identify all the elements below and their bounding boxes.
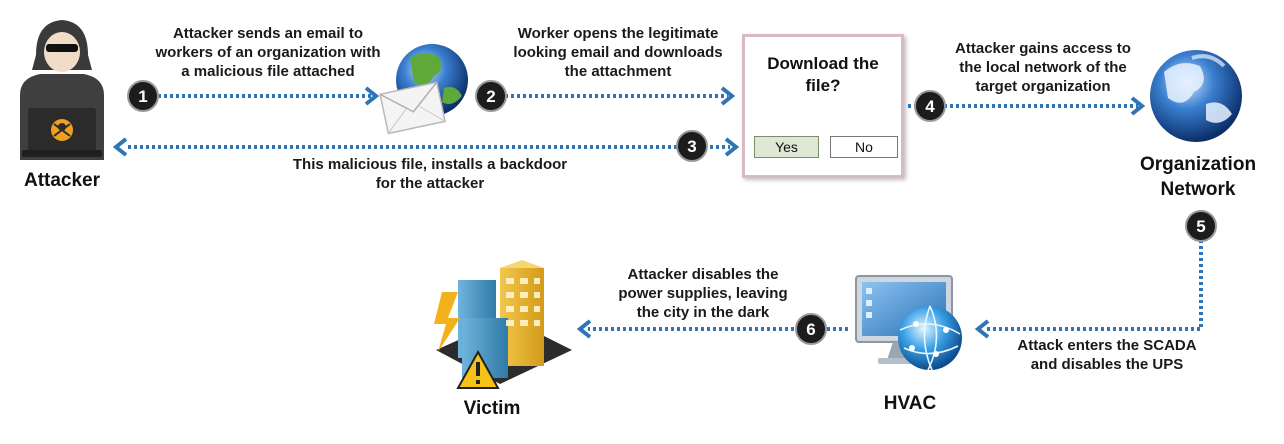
email-globe-icon	[379, 44, 468, 135]
step1-label: Attacker sends an email to workers of an…	[155, 25, 381, 80]
hvac-title: HVAC	[883, 393, 937, 414]
arrowhead-step6	[576, 319, 592, 339]
arrowhead-step5	[974, 319, 990, 339]
step-number-3: 3	[687, 137, 696, 156]
step-badge-2	[475, 80, 507, 112]
step-badge-1	[127, 80, 159, 112]
step-badge-3	[676, 130, 708, 162]
arrowhead-step3-right	[724, 137, 740, 157]
download-dialog: Download the file? Yes No	[742, 34, 904, 178]
no-button[interactable]: No	[830, 136, 898, 158]
arrowhead-step1	[364, 86, 380, 106]
hvac-monitor-icon	[855, 275, 962, 371]
yes-button[interactable]: Yes	[754, 136, 819, 158]
step-number-2: 2	[486, 87, 495, 106]
step-number-5: 5	[1196, 217, 1205, 236]
step-number-4: 4	[925, 97, 935, 116]
step-badge-5	[1185, 210, 1217, 242]
organization-globe-icon	[1150, 50, 1242, 142]
step4-label: Attacker gains access to the local netwo…	[955, 40, 1131, 95]
arrow-step5	[986, 210, 1203, 331]
organization-network-title: Organization Network	[1139, 154, 1257, 200]
attacker-icon	[20, 20, 104, 160]
step6-label: Attacker disables the power supplies, le…	[618, 266, 788, 321]
arrowheads	[112, 86, 1146, 339]
arrowhead-step4	[1130, 96, 1146, 116]
dialog-question: Download the file?	[767, 54, 879, 95]
arrowhead-step3-left	[112, 137, 128, 157]
arrowhead-step2	[720, 86, 736, 106]
attacker-title: Attacker	[23, 170, 101, 191]
step-badge-6	[795, 313, 827, 345]
step-number-1: 1	[138, 87, 147, 106]
step5-label: Attack enters the SCADA and disables the…	[1017, 337, 1197, 373]
step-badges	[127, 80, 1217, 345]
step3-label: This malicious file, installs a backdoor…	[292, 156, 568, 192]
step2-label: Worker opens the legitimate looking emai…	[513, 25, 723, 80]
step-numbers: 1 2 3 4 5 6	[138, 87, 1205, 339]
victim-title: Victim	[463, 398, 521, 419]
step-badge-4	[914, 90, 946, 122]
step-number-6: 6	[806, 320, 815, 339]
victim-city-icon	[434, 260, 572, 389]
